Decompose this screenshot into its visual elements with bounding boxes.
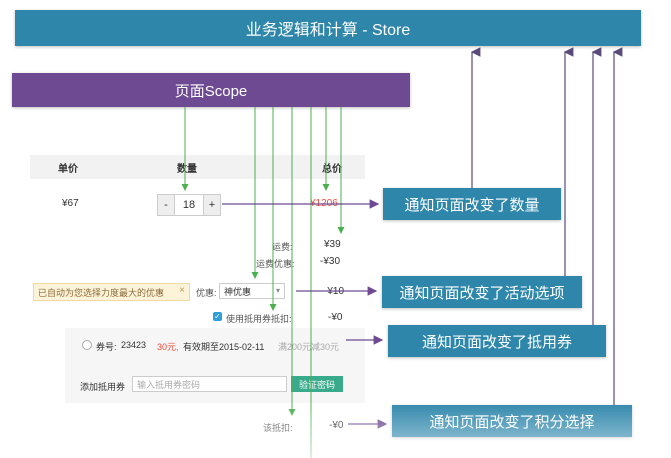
discount-label: 优惠: [196, 288, 217, 298]
verify-button[interactable]: 验证密码 [291, 376, 343, 392]
shipping-discount-value: -¥30 [320, 256, 341, 267]
use-coupon-value: -¥0 [328, 312, 343, 323]
qty-minus-button[interactable]: - [158, 195, 174, 215]
coupon-amount: 30元, [157, 342, 179, 352]
notify-points-box: 通知页面改变了积分选择 [392, 405, 632, 437]
qty-plus-button[interactable]: + [204, 195, 220, 215]
promo-notice-text: 已自动为您选择力度最大的优惠 [38, 287, 165, 298]
header-price: 单价 [58, 164, 78, 175]
unit-price: ¥67 [62, 198, 79, 209]
use-coupon-checkbox[interactable]: ✓ [213, 312, 222, 321]
add-coupon-label: 添加抵用券 [80, 382, 126, 392]
qty-value[interactable]: 18 [174, 195, 204, 215]
notify-qty-box: 通知页面改变了数量 [383, 188, 561, 220]
promo-notice: 已自动为您选择力度最大的优惠 × [33, 283, 190, 301]
coupon-no-label: 券号: [96, 342, 117, 352]
close-icon[interactable]: × [179, 285, 185, 296]
coupon-expiry: 有效期至2015-02-11 [183, 342, 265, 352]
cart-header-row [30, 155, 365, 179]
notify-coupon-box: 通知页面改变了抵用券 [388, 325, 606, 357]
coupon-password-placeholder: 输入抵用券密码 [137, 379, 201, 390]
shipping-value: ¥39 [324, 239, 341, 250]
discount-select[interactable]: 神优惠 ▾ [219, 283, 285, 299]
use-coupon-label: 使用抵用券抵扣: [226, 314, 292, 324]
store-box: 业务逻辑和计算 - Store [15, 10, 641, 46]
header-qty: 数量 [177, 164, 197, 175]
discount-select-value: 神优惠 [224, 286, 252, 297]
chevron-down-icon: ▾ [275, 286, 280, 295]
header-total: 总价 [322, 164, 342, 175]
shipping-label: 运费: [272, 242, 293, 252]
notify-activity-label: 通知页面改变了活动选项 [399, 284, 565, 302]
shipping-discount-label: 运费优惠: [256, 259, 295, 269]
notify-coupon-label: 通知页面改变了抵用券 [421, 333, 572, 351]
verify-button-label: 验证密码 [298, 379, 335, 390]
scope-box: 页面Scope [12, 73, 410, 107]
check-icon: ✓ [214, 312, 221, 321]
store-label: 业务逻辑和计算 - Store [245, 22, 411, 39]
coupon-password-input[interactable]: 输入抵用券密码 [132, 376, 287, 392]
scope-label: 页面Scope [174, 82, 248, 100]
notify-qty-label: 通知页面改变了数量 [404, 196, 540, 214]
coupon-no: 23423 [121, 340, 147, 350]
coupon-radio[interactable] [82, 340, 92, 350]
notify-points-label: 通知页面改变了积分选择 [429, 413, 595, 431]
notify-activity-box: 通知页面改变了活动选项 [382, 276, 582, 308]
quantity-stepper[interactable]: - 18 + [157, 194, 221, 216]
coupon-condition: 满200元减30元 [278, 342, 340, 352]
